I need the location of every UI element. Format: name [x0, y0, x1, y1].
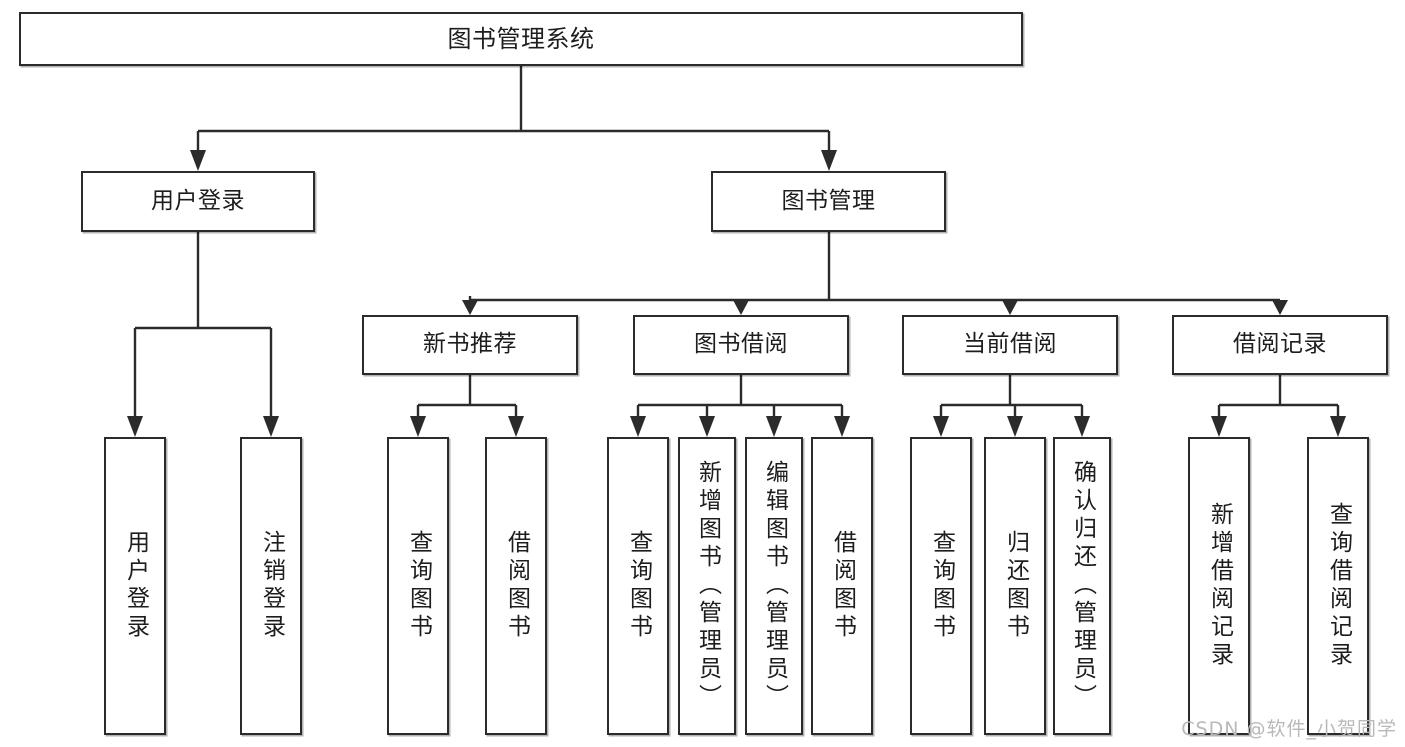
node-leaf-return-book[interactable]: 归还图书 — [984, 437, 1046, 735]
arrow-leaf-add-book-admin — [699, 416, 715, 437]
node-leaf-query-book-borrow-label: 查询图书 — [625, 530, 652, 642]
node-leaf-query-book-current[interactable]: 查询图书 — [910, 437, 972, 735]
node-leaf-add-borrow-record[interactable]: 新增借阅记录 — [1188, 437, 1250, 735]
node-leaf-confirm-return-admin[interactable]: 确认归还（管理员） — [1053, 437, 1111, 735]
node-new-book-rec[interactable]: 新书推荐 — [362, 315, 578, 375]
node-leaf-query-book-borrow[interactable]: 查询图书 — [607, 437, 669, 735]
arrow-current-borrow — [1002, 300, 1018, 315]
arrow-leaf-edit-book-admin — [766, 416, 782, 437]
arrow-book-borrow — [733, 300, 749, 315]
node-root[interactable]: 图书管理系统 — [19, 12, 1023, 66]
node-leaf-borrow-book-label: 借阅图书 — [829, 530, 856, 642]
arrow-leaf-query-book-rec — [410, 416, 426, 437]
node-leaf-return-book-label: 归还图书 — [1002, 530, 1029, 642]
arrow-leaf-confirm-return-admin — [1074, 416, 1090, 437]
arrow-leaf-add-borrow-record — [1211, 416, 1227, 437]
arrow-leaf-query-book-current — [933, 416, 949, 437]
node-leaf-borrow-book-rec[interactable]: 借阅图书 — [485, 437, 547, 735]
arrow-leaf-borrow-book-rec — [508, 416, 524, 437]
node-leaf-edit-book-admin[interactable]: 编辑图书（管理员） — [745, 437, 803, 735]
arrow-leaf-borrow-book — [834, 416, 850, 437]
node-leaf-query-book-rec-label: 查询图书 — [405, 530, 432, 642]
node-root-label: 图书管理系统 — [447, 24, 595, 53]
node-borrow-record-label: 借阅记录 — [1233, 331, 1327, 358]
node-user-login-label: 用户登录 — [151, 187, 245, 214]
node-user-login[interactable]: 用户登录 — [81, 171, 315, 232]
node-leaf-add-book-admin[interactable]: 新增图书（管理员） — [678, 437, 736, 735]
node-current-borrow-label: 当前借阅 — [963, 331, 1057, 358]
node-current-borrow[interactable]: 当前借阅 — [902, 315, 1118, 375]
node-leaf-edit-book-admin-label: 编辑图书（管理员） — [761, 460, 788, 712]
arrow-leaf-query-borrow-record — [1330, 416, 1346, 437]
node-borrow-record[interactable]: 借阅记录 — [1172, 315, 1388, 375]
arrow-leaf-user-login — [127, 416, 143, 437]
arrow-leaf-query-book-borrow — [630, 416, 646, 437]
arrow-user-login — [190, 150, 206, 171]
node-leaf-query-borrow-record[interactable]: 查询借阅记录 — [1307, 437, 1369, 735]
node-leaf-user-login[interactable]: 用户登录 — [104, 437, 166, 735]
arrow-new-book-rec — [462, 300, 478, 315]
node-leaf-add-book-admin-label: 新增图书（管理员） — [694, 460, 721, 712]
node-leaf-query-book-current-label: 查询图书 — [928, 530, 955, 642]
node-leaf-borrow-book-rec-label: 借阅图书 — [503, 530, 530, 642]
node-book-manage[interactable]: 图书管理 — [711, 171, 946, 232]
arrow-leaf-return-book — [1007, 416, 1023, 437]
node-book-borrow-label: 图书借阅 — [694, 331, 788, 358]
node-leaf-borrow-book[interactable]: 借阅图书 — [811, 437, 873, 735]
node-book-borrow[interactable]: 图书借阅 — [633, 315, 849, 375]
node-book-manage-label: 图书管理 — [781, 187, 876, 214]
node-leaf-user-logout[interactable]: 注销登录 — [240, 437, 302, 735]
node-leaf-user-logout-label: 注销登录 — [258, 530, 285, 642]
node-leaf-confirm-return-admin-label: 确认归还（管理员） — [1069, 460, 1096, 712]
watermark-text: CSDN @软件_小贺同学 — [1181, 718, 1397, 740]
node-leaf-query-borrow-record-label: 查询借阅记录 — [1325, 502, 1352, 670]
arrow-borrow-record — [1272, 300, 1288, 315]
node-new-book-rec-label: 新书推荐 — [423, 331, 517, 358]
node-leaf-user-login-label: 用户登录 — [122, 530, 149, 642]
node-leaf-query-book-rec[interactable]: 查询图书 — [387, 437, 449, 735]
arrow-book-manage — [821, 150, 837, 171]
arrow-leaf-user-logout — [263, 416, 279, 437]
node-leaf-add-borrow-record-label: 新增借阅记录 — [1206, 502, 1233, 670]
